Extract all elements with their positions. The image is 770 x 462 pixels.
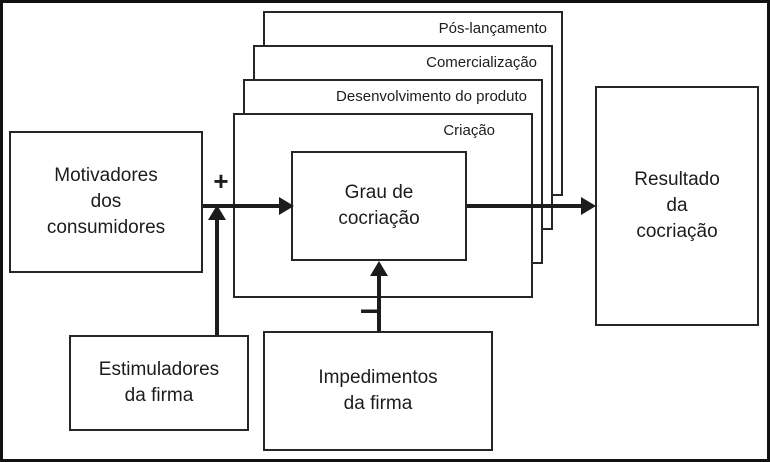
stage-label-criacao: Criação — [443, 122, 495, 139]
box-estimuladores-da-firma: Estimuladores da firma — [69, 335, 249, 431]
box-resultado-da-cocriacao: Resultado da cocriação — [595, 86, 759, 326]
box-text-line: Estimuladores — [98, 359, 220, 380]
box-text-line: cocriação — [636, 221, 718, 242]
box-impedimentos-da-firma: Impedimentos da firma — [263, 331, 493, 451]
box-text-line: da firma — [343, 393, 413, 414]
minus-sign: − — [359, 293, 379, 329]
stage-label-pos-lancamento: Pós-lançamento — [438, 20, 547, 37]
box-text-line: da firma — [124, 385, 194, 406]
box-text-line: Motivadores — [54, 165, 158, 186]
box-text-line: dos — [90, 191, 122, 212]
stage-label-desenvolvimento-produto: Desenvolvimento do produto — [336, 88, 527, 105]
plus-sign: + — [213, 166, 229, 196]
arrow-estimuladores-up-head — [208, 205, 226, 220]
box-grau-de-cocriacao: Grau de cocriação — [291, 151, 467, 261]
arrow-grau-to-resultado-head — [581, 197, 596, 215]
box-text-line: Resultado — [634, 169, 720, 190]
box-text-line: consumidores — [46, 217, 166, 238]
box-motivadores-consumidores: Motivadores dos consumidores — [9, 131, 203, 273]
box-text-line: Grau de — [344, 182, 414, 203]
box-text-line: cocriação — [338, 208, 420, 229]
box-text-line: da — [666, 195, 688, 216]
stage-label-comercializacao: Comercialização — [426, 54, 537, 71]
box-text-line: Impedimentos — [318, 367, 438, 388]
